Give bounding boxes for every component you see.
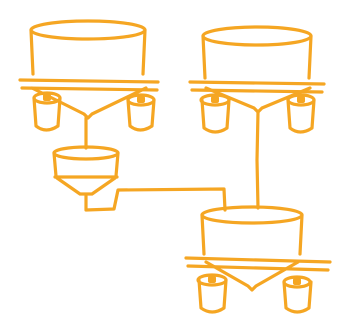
side-cup-right <box>286 93 316 134</box>
hopper-rim <box>201 25 313 47</box>
hopper-funnel <box>55 176 117 196</box>
hopper-side-bar <box>188 80 326 94</box>
pipe-small-to-bottom-right <box>84 187 227 212</box>
hopper-bottom-right <box>184 205 332 314</box>
hopper-body <box>29 28 147 76</box>
hopper-funnel <box>30 86 148 120</box>
side-cup-right <box>126 93 156 132</box>
hopper-body <box>201 34 313 80</box>
hopper-rim <box>29 19 147 41</box>
hopper-top-right <box>188 25 326 134</box>
pipe-top-right-to-bottom-right <box>255 110 260 210</box>
connecting-pipes <box>84 110 260 212</box>
hopper-body <box>52 151 120 178</box>
hopper-top-left <box>18 19 160 132</box>
side-cup-left <box>199 93 231 134</box>
hopper-side-bar <box>18 78 160 92</box>
hopper-body <box>200 213 304 256</box>
hopper-middle-left <box>52 145 120 196</box>
side-cup-left <box>32 91 62 132</box>
side-cup-right <box>282 275 313 314</box>
hopper-side-bar <box>184 256 332 272</box>
hopper-funnel <box>204 86 312 114</box>
side-cup-left <box>196 273 228 314</box>
hopper-funnel <box>204 260 300 292</box>
hopper-rim <box>200 205 304 225</box>
